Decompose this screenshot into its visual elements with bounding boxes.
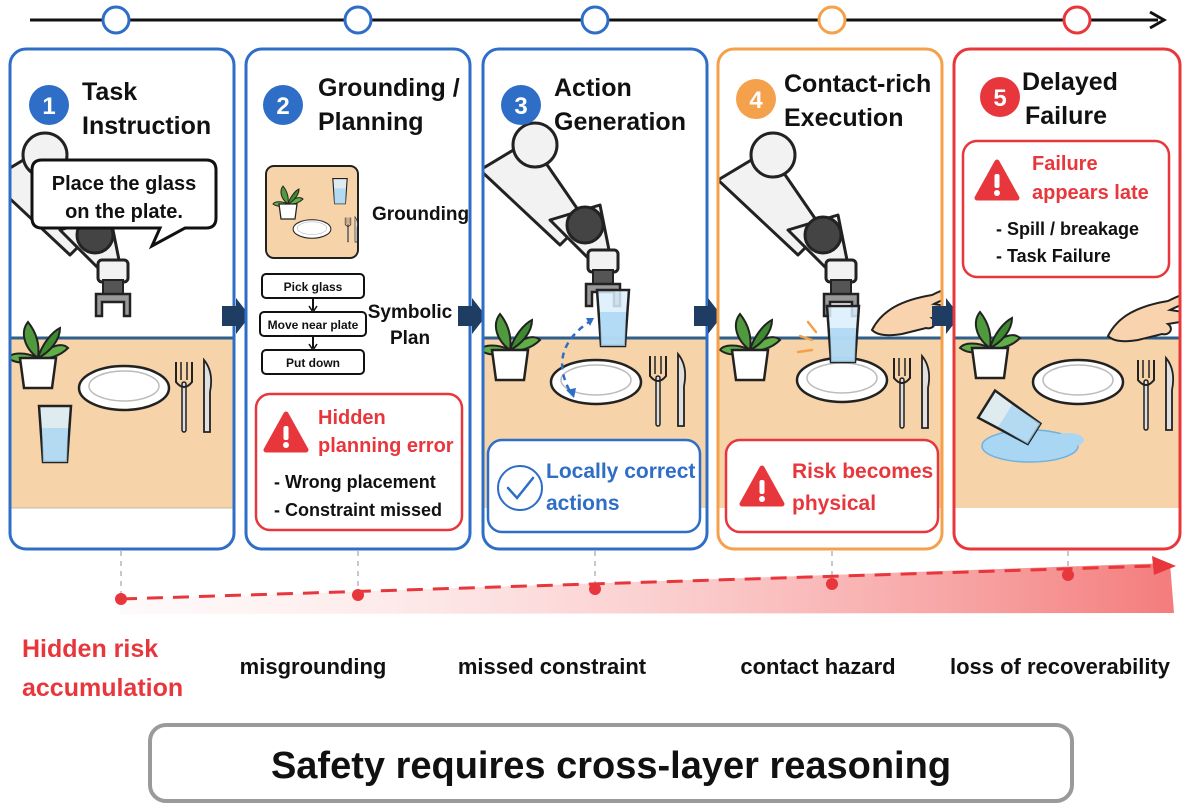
speech-bubble xyxy=(30,158,218,250)
stage-title-line1: Action xyxy=(554,74,632,102)
symbolic-plan-line2: Plan xyxy=(390,328,430,349)
svg-text:Pick glass: Pick glass xyxy=(284,280,343,294)
stage-number: 4 xyxy=(749,87,763,114)
stage-title-line2: Planning xyxy=(318,108,424,136)
speech-line1: Place the glass xyxy=(52,173,197,195)
risk-node xyxy=(352,589,364,601)
stage-number: 5 xyxy=(993,85,1006,112)
stage-title-line1: Task xyxy=(82,78,137,106)
svg-text:- Wrong placement- Constraint: - Wrong placement- Constraint missed xyxy=(274,472,442,520)
stage-arrow xyxy=(694,298,722,334)
risk-stage-label-2: missed constraint xyxy=(458,654,647,679)
stage-title-line2: Execution xyxy=(784,104,903,132)
stage-arrow xyxy=(222,298,250,334)
timeline-node-4 xyxy=(817,5,847,35)
risk-node xyxy=(589,583,601,595)
stage-number: 1 xyxy=(42,93,55,120)
risk-accumulation-track xyxy=(115,551,1176,614)
svg-text:- Spill / breakage- Task Failu: - Spill / breakage- Task Failure xyxy=(996,219,1139,266)
risk-stage-label-4: loss of recoverability xyxy=(950,654,1171,679)
stage-number: 2 xyxy=(276,93,289,120)
grounding-label: Grounding xyxy=(372,204,469,225)
stage-arrow xyxy=(458,298,486,334)
failure-late-callout xyxy=(961,139,1171,279)
plan-step-3 xyxy=(261,349,365,375)
risk-node xyxy=(826,578,838,590)
symbolic-plan-line1: Symbolic xyxy=(368,302,453,323)
svg-text:Move near plate: Move near plate xyxy=(268,318,359,332)
risk-stage-label-1: misgrounding xyxy=(240,654,387,679)
top-timeline xyxy=(30,5,1168,35)
planning-error-callout xyxy=(254,392,464,532)
risk-stage-label-3: contact hazard xyxy=(740,654,895,679)
risk-node xyxy=(115,593,127,605)
locally-correct-callout xyxy=(486,438,702,534)
risk-node xyxy=(1062,569,1074,581)
svg-text:Put down: Put down xyxy=(286,356,340,370)
stage-title-line1: Grounding / xyxy=(318,74,460,102)
timeline-node-1 xyxy=(101,5,131,35)
stage-panel-2: 2 Grounding / Planning Grounding Pick gla… xyxy=(244,47,472,551)
stage-number-badge xyxy=(29,85,69,125)
conclusion-text: Safety requires cross-layer reasoning xyxy=(271,745,951,787)
stage-title-line1: Contact-rich xyxy=(784,70,931,98)
timeline-node-5 xyxy=(1062,5,1092,35)
timeline-node-3 xyxy=(580,5,610,35)
svg-text:Grounding /Planning: Grounding / Planning xyxy=(318,74,460,136)
conclusion-box xyxy=(148,723,1074,803)
stage-number: 3 xyxy=(514,93,527,120)
speech-line2: on the plate. xyxy=(65,201,183,223)
stage-title-line2: Instruction xyxy=(82,112,211,140)
timeline-node-2 xyxy=(343,5,373,35)
stage-title-line2: Failure xyxy=(1025,102,1107,130)
check-icon xyxy=(497,465,543,511)
stage-title-line2: Generation xyxy=(554,108,686,136)
stage-title-line1: Delayed xyxy=(1022,68,1118,96)
risk-physical-callout xyxy=(724,438,940,534)
